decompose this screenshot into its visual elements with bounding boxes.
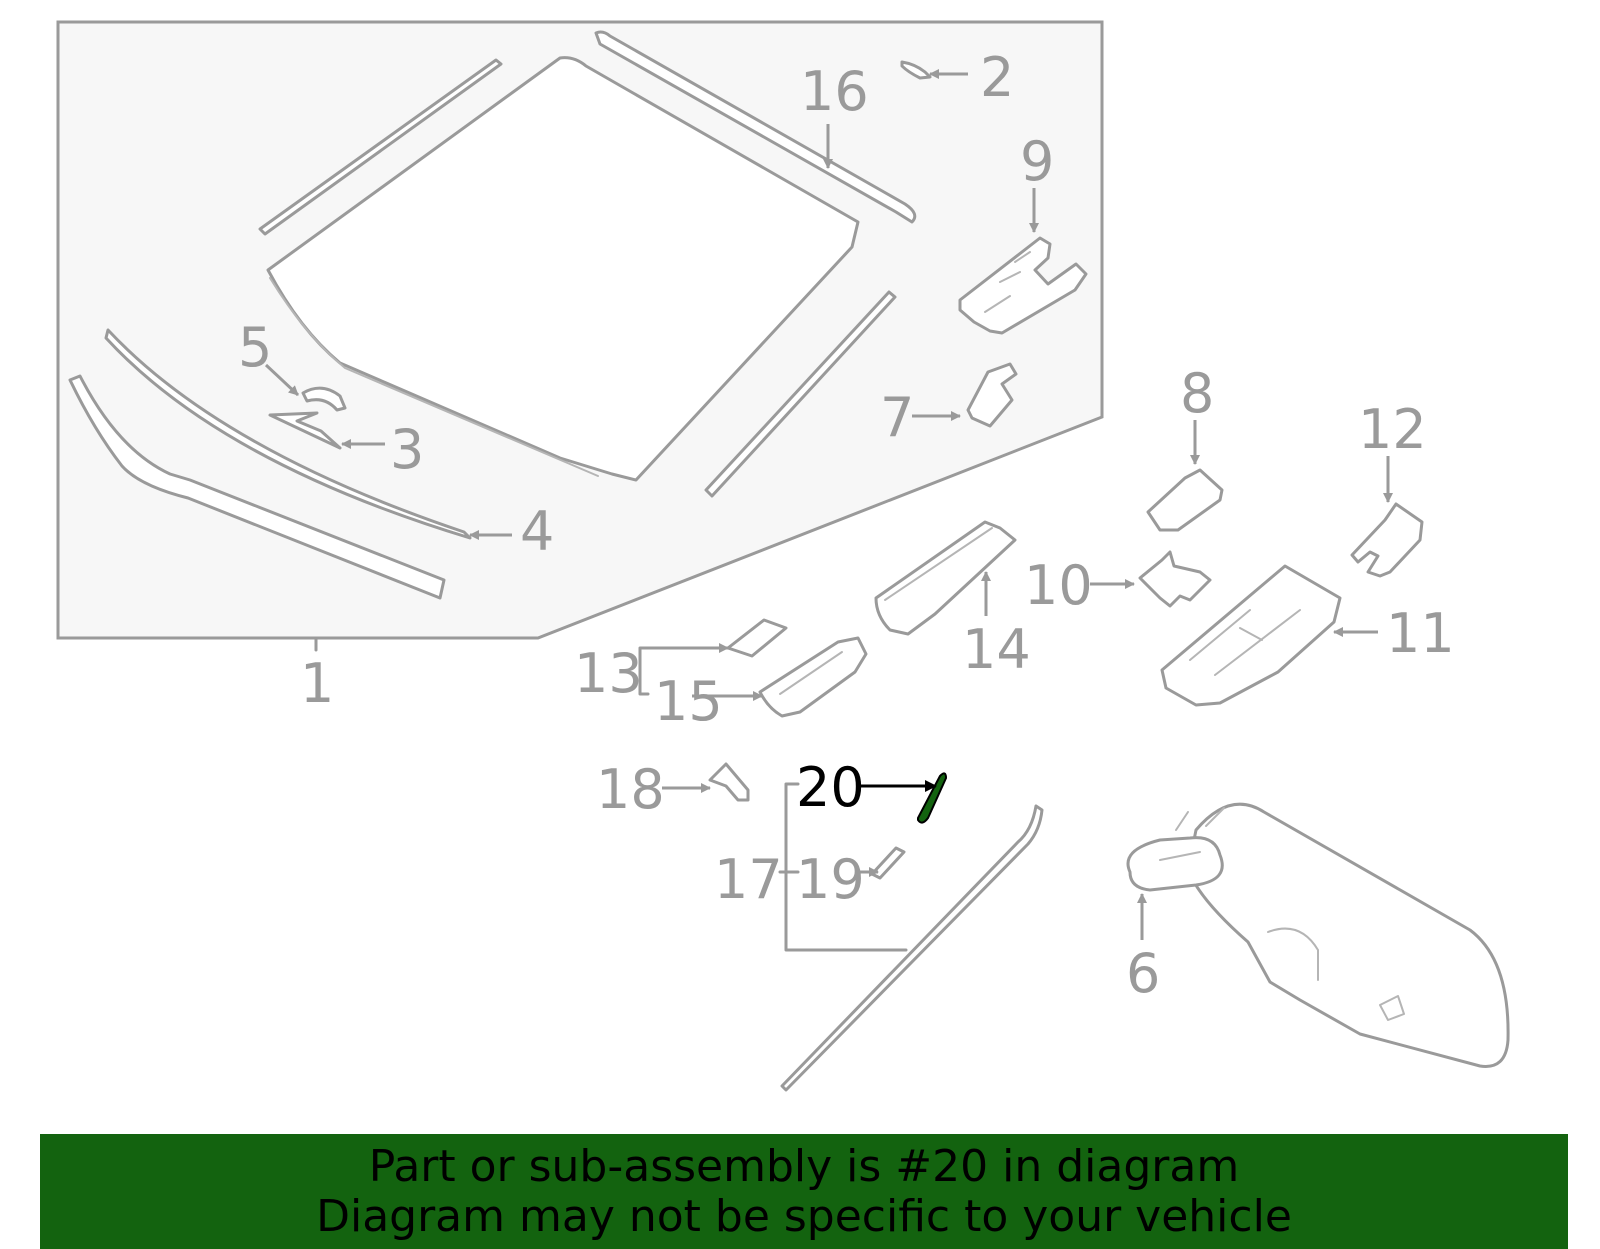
cover-part-8: [1146, 468, 1224, 532]
clip-part-5: [301, 386, 347, 412]
callout-1: 1: [300, 652, 334, 715]
arrow-5: [264, 363, 300, 397]
callout-8: 8: [1180, 362, 1214, 425]
callout-18: 18: [596, 758, 665, 821]
callout-3: 3: [390, 418, 424, 481]
bracket-17: [784, 782, 908, 952]
callout-15: 15: [654, 670, 723, 733]
windshield-glass: [266, 56, 860, 482]
plate-part-13: [726, 618, 788, 658]
right-pillar-molding: [704, 290, 897, 498]
pillar-garnish-part-17: [780, 804, 1044, 1092]
callout-13: 13: [574, 642, 643, 705]
callout-2: 2: [980, 46, 1014, 109]
callout-9: 9: [1020, 130, 1054, 193]
clip-part-2: [900, 60, 932, 80]
callout-6: 6: [1126, 942, 1160, 1005]
callout-7: 7: [880, 386, 914, 449]
callout-14: 14: [962, 618, 1031, 681]
callout-16: 16: [800, 60, 869, 123]
lower-cowl-molding: [68, 374, 446, 600]
roof-molding: [594, 30, 917, 224]
bracket-part-3: [268, 411, 342, 450]
mirror-part-6: [1126, 802, 1510, 1068]
callout-19: 19: [796, 848, 865, 911]
banner-line-1: Part or sub-assembly is #20 in diagram: [368, 1141, 1240, 1192]
banner-line-2: Diagram may not be specific to your vehi…: [316, 1191, 1292, 1242]
callout-5: 5: [238, 316, 272, 379]
callout-4: 4: [520, 500, 554, 563]
clip-part-10: [1138, 550, 1212, 608]
callout-20: 20: [796, 756, 865, 819]
overhead-console-part-11: [1160, 564, 1342, 707]
clip-part-18: [708, 762, 750, 802]
cover-part-7: [966, 362, 1018, 428]
upper-left-molding: [258, 58, 503, 236]
bracket-part-9: [958, 236, 1088, 335]
bracket-part-12: [1350, 502, 1424, 578]
callout-12: 12: [1358, 398, 1427, 461]
callout-11: 11: [1386, 602, 1455, 665]
info-banner: Part or sub-assembly is #20 in diagram D…: [40, 1134, 1568, 1249]
callout-17: 17: [714, 848, 783, 911]
bracket-13-15: [638, 646, 650, 696]
callout-10: 10: [1024, 554, 1093, 617]
sensor-part-15: [758, 636, 868, 718]
highlighted-part-20: [917, 772, 948, 824]
cover-part-14: [874, 520, 1017, 636]
